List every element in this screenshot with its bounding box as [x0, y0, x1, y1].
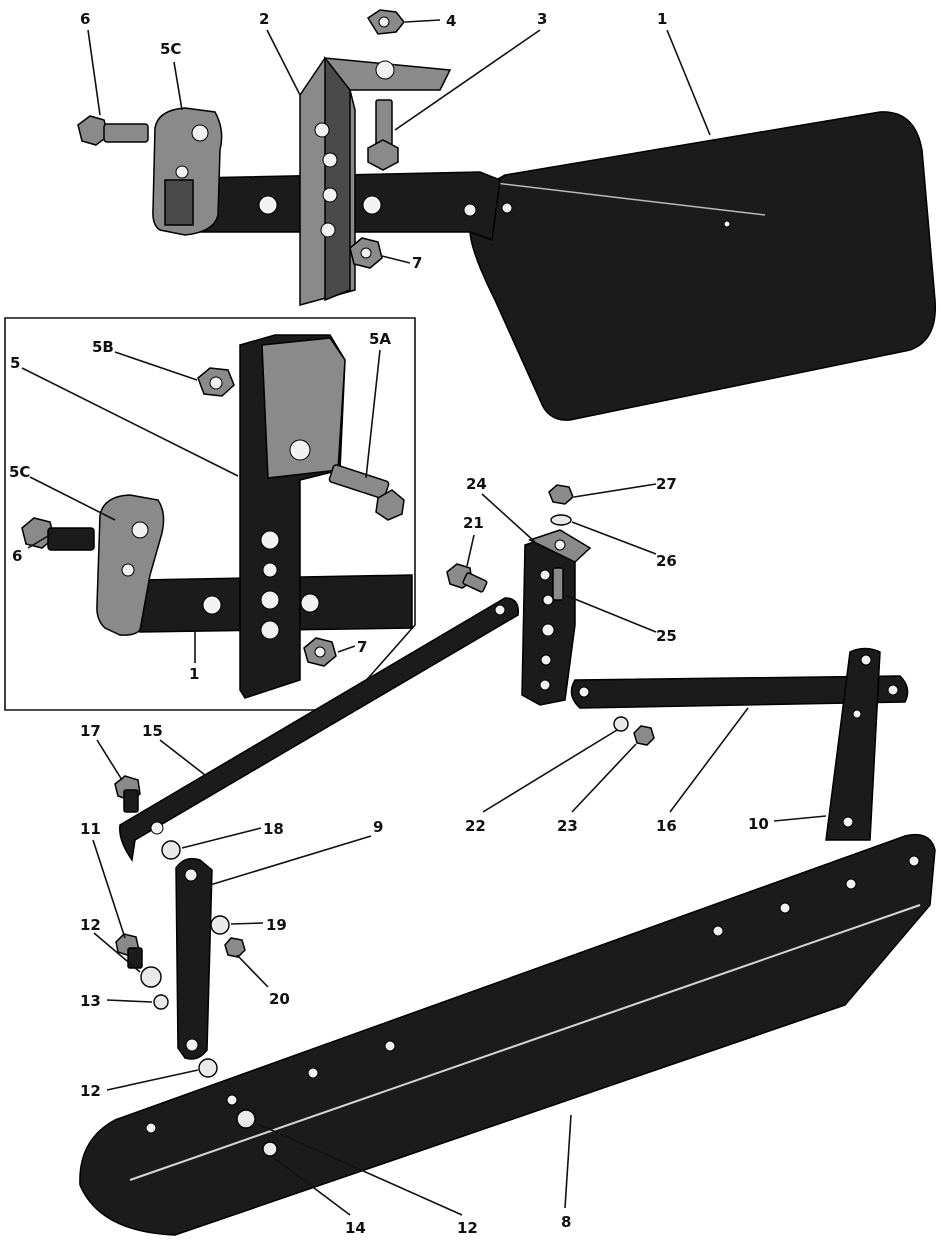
part-5c-clamp-top [152, 107, 223, 236]
callout-13: 13 [80, 992, 101, 1010]
callout-12-c: 12 [457, 1219, 478, 1237]
callout-18: 18 [263, 820, 284, 838]
leader-lines [21, 19, 827, 1216]
inset-part-7-nut [303, 637, 337, 667]
part-22-washer [613, 716, 629, 732]
callout-22: 22 [465, 817, 486, 835]
callout-25: 25 [656, 627, 677, 645]
callout-2: 2 [259, 10, 269, 28]
callout-19: 19 [266, 916, 287, 934]
part-26-washer [550, 514, 572, 526]
part-27-nut [548, 484, 574, 505]
inset-frame [4, 317, 416, 711]
part-9-link [175, 857, 213, 1060]
callout-11: 11 [80, 820, 101, 838]
part-13-washer [153, 994, 169, 1010]
callout-6-inset: 6 [12, 547, 22, 565]
part-12-washer-b [198, 1058, 218, 1078]
inset-part-6-bolt [21, 517, 95, 551]
inset-part-5-bracket [239, 334, 346, 699]
callout-23: 23 [557, 817, 578, 835]
part-2-bracket [299, 55, 452, 306]
callout-24: 24 [466, 475, 487, 493]
callout-20: 20 [269, 990, 290, 1008]
part-19-washer [210, 915, 230, 935]
callout-labels: 1 2 3 4 5C 6 7 5 5B 5A 5C 6 1 7 24 27 21… [9, 10, 769, 1237]
callout-26: 26 [656, 552, 677, 570]
callout-21: 21 [463, 514, 484, 532]
callout-7-inset: 7 [357, 638, 367, 656]
callout-16: 16 [656, 817, 677, 835]
callout-5b: 5B [92, 338, 114, 356]
part-10-strap [825, 647, 881, 841]
part-21-bolt [446, 563, 488, 593]
callout-6-top: 6 [80, 10, 90, 28]
callout-4: 4 [446, 12, 456, 30]
callout-5c-top: 5C [160, 40, 181, 58]
part-18-washer [161, 840, 181, 860]
callout-1-inset: 1 [189, 665, 199, 683]
part-7-nut-top [349, 237, 383, 269]
callout-1: 1 [657, 10, 667, 28]
part-23-nut [633, 725, 655, 746]
callout-7-top: 7 [412, 254, 422, 272]
part-20-nut [224, 937, 246, 958]
part-6-bolt-top [77, 115, 149, 146]
callout-12-a: 12 [80, 916, 101, 934]
inset-part-5b-nut [197, 367, 235, 397]
part-4-nut [366, 9, 405, 35]
part-17-bolt [114, 775, 141, 813]
inset-part-5a-bolt [328, 464, 405, 521]
callout-14: 14 [345, 1219, 366, 1237]
part-11-bolt [115, 933, 143, 969]
part-12-washer-a [140, 966, 162, 988]
inset-part-5c-clamp [96, 494, 165, 636]
callout-17: 17 [80, 722, 101, 740]
callout-5c-inset: 5C [9, 463, 30, 481]
part-15-brace [119, 597, 519, 862]
callout-9: 9 [373, 818, 383, 836]
part-24-bracket [521, 529, 592, 706]
callout-8: 8 [561, 1213, 571, 1231]
part-3-bolt [367, 99, 399, 171]
callout-10: 10 [748, 815, 769, 833]
callout-3: 3 [537, 10, 547, 28]
part-8-blade [79, 833, 936, 1236]
callout-5: 5 [10, 354, 20, 372]
callout-15: 15 [142, 722, 163, 740]
part-1-blade [469, 111, 937, 421]
callout-27: 27 [656, 475, 677, 493]
callout-12-b: 12 [80, 1082, 101, 1100]
callout-5a: 5A [369, 330, 391, 348]
